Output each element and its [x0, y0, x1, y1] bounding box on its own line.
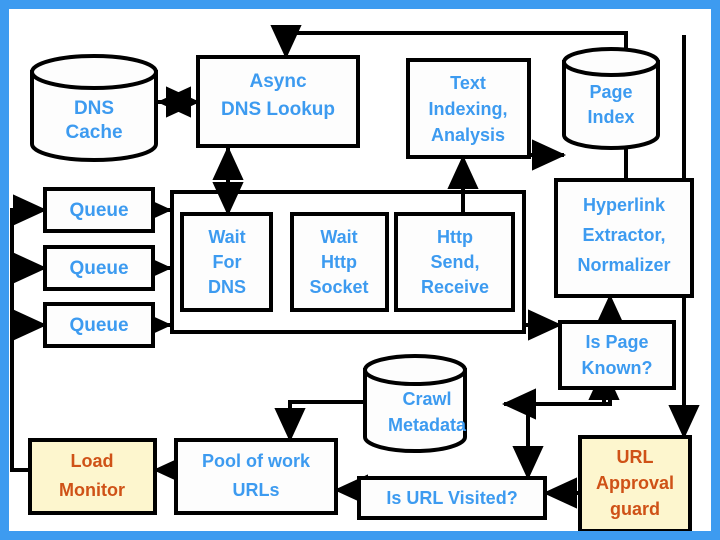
node-label-wait-for-dns-line2: For — [213, 252, 242, 272]
node-label-load-monitor-line2: Monitor — [59, 480, 125, 500]
node-label-async-dns-line2: DNS Lookup — [221, 99, 335, 120]
node-label-hyperlink-line2: Extractor, — [582, 225, 665, 245]
edge-load-monitor-rail — [10, 194, 47, 472]
node-is-url-visited[interactable]: Is URL Visited? — [357, 476, 547, 520]
node-label-text-indexing-line1: Text — [450, 73, 486, 93]
node-hyperlink-extractor[interactable]: Hyperlink Extractor, Normalizer — [554, 178, 694, 298]
node-queue-1[interactable]: Queue — [43, 187, 155, 233]
node-label-wait-http-line2: Http — [321, 252, 357, 272]
node-page-index[interactable]: Page Index — [562, 47, 660, 150]
node-label-wait-for-dns-line3: DNS — [208, 277, 246, 297]
node-label-hyperlink-line3: Normalizer — [577, 255, 670, 275]
node-queue-2[interactable]: Queue — [43, 245, 155, 291]
node-label-dns-cache-line2: Cache — [65, 122, 122, 143]
node-label-url-approval-line1: URL — [617, 447, 654, 467]
node-label-text-indexing-line2: Indexing, — [428, 99, 507, 119]
node-label-wait-http-line1: Wait — [320, 227, 357, 247]
node-http-send-receive[interactable]: Http Send, Receive — [394, 212, 515, 312]
node-queue-3[interactable]: Queue — [43, 302, 155, 348]
node-dns-cache[interactable]: DNS Cache — [30, 54, 158, 162]
node-async-dns-lookup[interactable]: Async DNS Lookup — [196, 55, 360, 148]
node-label-url-approval-line3: guard — [610, 499, 660, 519]
node-label-dns-cache-line1: DNS — [74, 98, 114, 119]
node-label-hyperlink-line1: Hyperlink — [583, 195, 666, 215]
node-label-pool-line1: Pool of work — [202, 451, 311, 471]
node-pool-of-work-urls[interactable]: Pool of work URLs — [174, 438, 338, 515]
node-crawl-metadata[interactable]: Crawl Metadata — [363, 354, 467, 453]
node-wait-for-dns[interactable]: Wait For DNS — [180, 212, 273, 312]
node-label-is-page-known-line1: Is Page — [585, 332, 648, 352]
node-label-page-index-line2: Index — [587, 107, 634, 127]
node-label-crawl-metadata-line1: Crawl — [402, 389, 451, 409]
node-label-load-monitor-line1: Load — [71, 451, 114, 471]
node-url-approval-guard[interactable]: URL Approval guard — [578, 435, 692, 533]
node-is-page-known[interactable]: Is Page Known? — [558, 320, 676, 390]
node-label-wait-http-line3: Socket — [309, 277, 368, 297]
node-load-monitor[interactable]: Load Monitor — [28, 438, 157, 515]
node-label-url-approval-line2: Approval — [596, 473, 674, 493]
node-label-async-dns-line1: Async — [249, 71, 306, 92]
node-label-queue-2: Queue — [69, 258, 128, 279]
worker-pool-container — [170, 190, 526, 334]
node-label-queue-3: Queue — [69, 315, 128, 336]
node-wait-http-socket[interactable]: Wait Http Socket — [290, 212, 389, 312]
node-label-text-indexing-line3: Analysis — [431, 125, 505, 145]
node-text-indexing[interactable]: Text Indexing, Analysis — [406, 58, 531, 159]
node-label-crawl-metadata-line2: Metadata — [388, 415, 467, 435]
node-label-is-page-known-line2: Known? — [582, 358, 653, 378]
node-label-is-url-visited: Is URL Visited? — [386, 488, 517, 508]
node-label-http-send-line1: Http — [437, 227, 473, 247]
node-label-pool-line2: URLs — [232, 480, 279, 500]
node-label-http-send-line3: Receive — [421, 277, 489, 297]
node-label-http-send-line2: Send, — [430, 252, 479, 272]
node-label-page-index-line1: Page — [589, 82, 632, 102]
node-label-queue-1: Queue — [69, 200, 128, 221]
node-label-wait-for-dns-line1: Wait — [208, 227, 245, 247]
